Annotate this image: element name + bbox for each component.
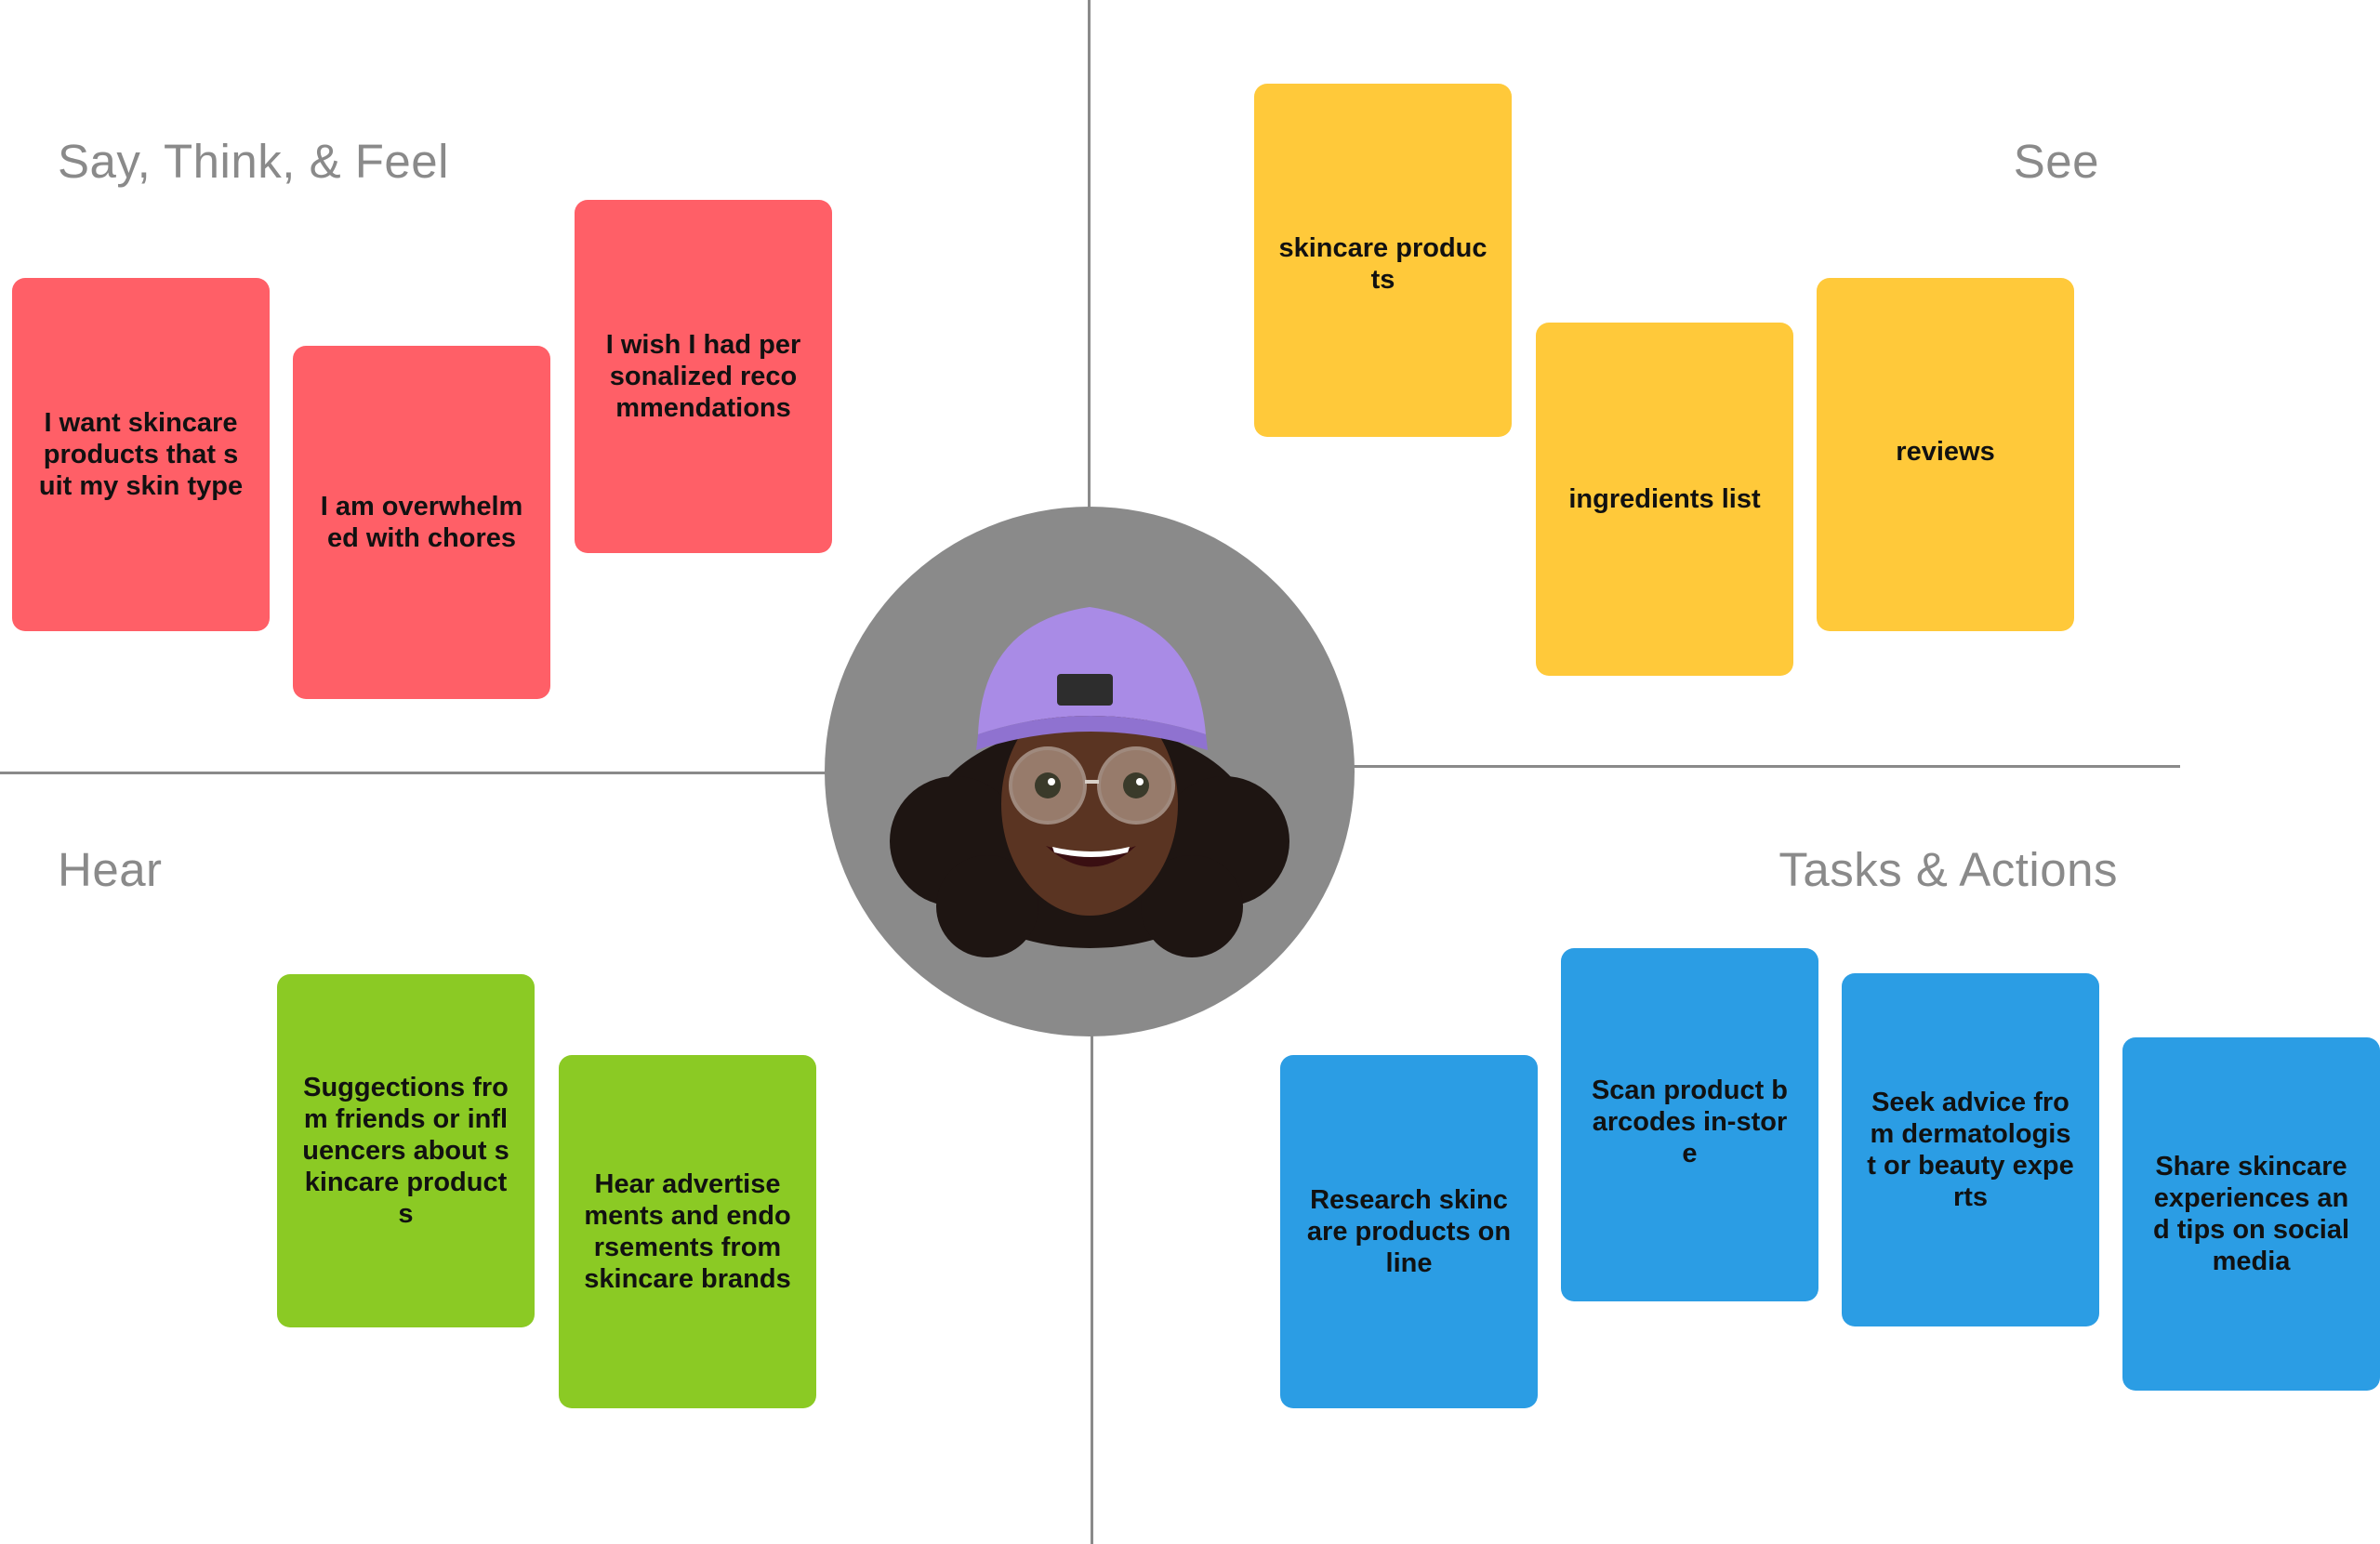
- sticky-note-hear-2[interactable]: Hear advertisements and endorsements fro…: [559, 1055, 816, 1408]
- quadrant-title-tasks-actions: Tasks & Actions: [1778, 843, 2118, 896]
- sticky-note-tasks-2[interactable]: Scan product barcodes in-store: [1561, 948, 1818, 1301]
- divider-horizontal-left: [0, 772, 827, 774]
- persona-avatar: [825, 507, 1355, 1036]
- sticky-note-see-1[interactable]: skincare products: [1254, 84, 1512, 437]
- divider-horizontal-right: [1354, 765, 2180, 768]
- quadrant-title-see: See: [2013, 135, 2099, 188]
- sticky-note-tasks-1[interactable]: Research skincare products online: [1280, 1055, 1538, 1408]
- sticky-note-say-3[interactable]: I wish I had personalized recommendation…: [575, 200, 832, 553]
- divider-vertical-top: [1088, 0, 1091, 509]
- sticky-note-say-1[interactable]: I want skincare products that suit my sk…: [12, 278, 270, 631]
- divider-vertical-bottom: [1091, 1035, 1093, 1544]
- sticky-note-see-2[interactable]: ingredients list: [1536, 323, 1793, 676]
- sticky-note-tasks-3[interactable]: Seek advice from dermatologist or beauty…: [1842, 973, 2099, 1326]
- memoji-avatar-icon: [890, 607, 1289, 957]
- sticky-note-say-2[interactable]: I am overwhelmed with chores: [293, 346, 550, 699]
- sticky-note-tasks-4[interactable]: Share skincare experiences and tips on s…: [2122, 1037, 2380, 1391]
- sticky-note-hear-1[interactable]: Suggections from friends or influencers …: [277, 974, 535, 1327]
- sticky-note-see-3[interactable]: reviews: [1817, 278, 2074, 631]
- quadrant-title-say-think-feel: Say, Think, & Feel: [58, 135, 449, 188]
- quadrant-title-hear: Hear: [58, 843, 163, 896]
